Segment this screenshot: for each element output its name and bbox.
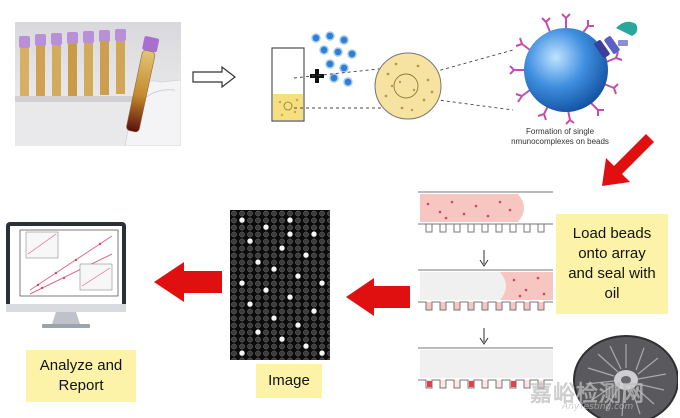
- watermark-sub: AnyTesting.com: [562, 402, 634, 412]
- array-panel-3: [418, 347, 553, 389]
- blood-tubes-photo: [15, 22, 182, 147]
- immunocomplex-bead: [509, 13, 638, 125]
- watermark-main: 嘉峪检测网: [530, 382, 646, 407]
- load-beads-label: Load beads onto array and seal with oil: [556, 214, 668, 314]
- computer-monitor: [6, 222, 126, 328]
- array-panel-2: [418, 269, 553, 311]
- red-arrow-left-2: [154, 262, 222, 302]
- analyze-report-label: Analyze and Report: [26, 350, 136, 402]
- array-loading-diagram: [418, 191, 553, 389]
- immunocomplex-caption: Formation of single nmunocomplexes on be…: [511, 127, 609, 146]
- fluorescence-array-image: [230, 210, 330, 360]
- red-arrow-down-left: [602, 134, 654, 186]
- array-panel-1: [418, 191, 553, 233]
- bead-array-disc: [573, 335, 678, 418]
- image-label: Image: [256, 364, 322, 398]
- red-arrow-left-1: [346, 278, 410, 316]
- magnified-sample-circle: [374, 52, 442, 120]
- sample-tube-diagram: [271, 31, 357, 122]
- zoom-dashed-lines: [293, 49, 514, 111]
- process-arrow-1: [192, 66, 236, 88]
